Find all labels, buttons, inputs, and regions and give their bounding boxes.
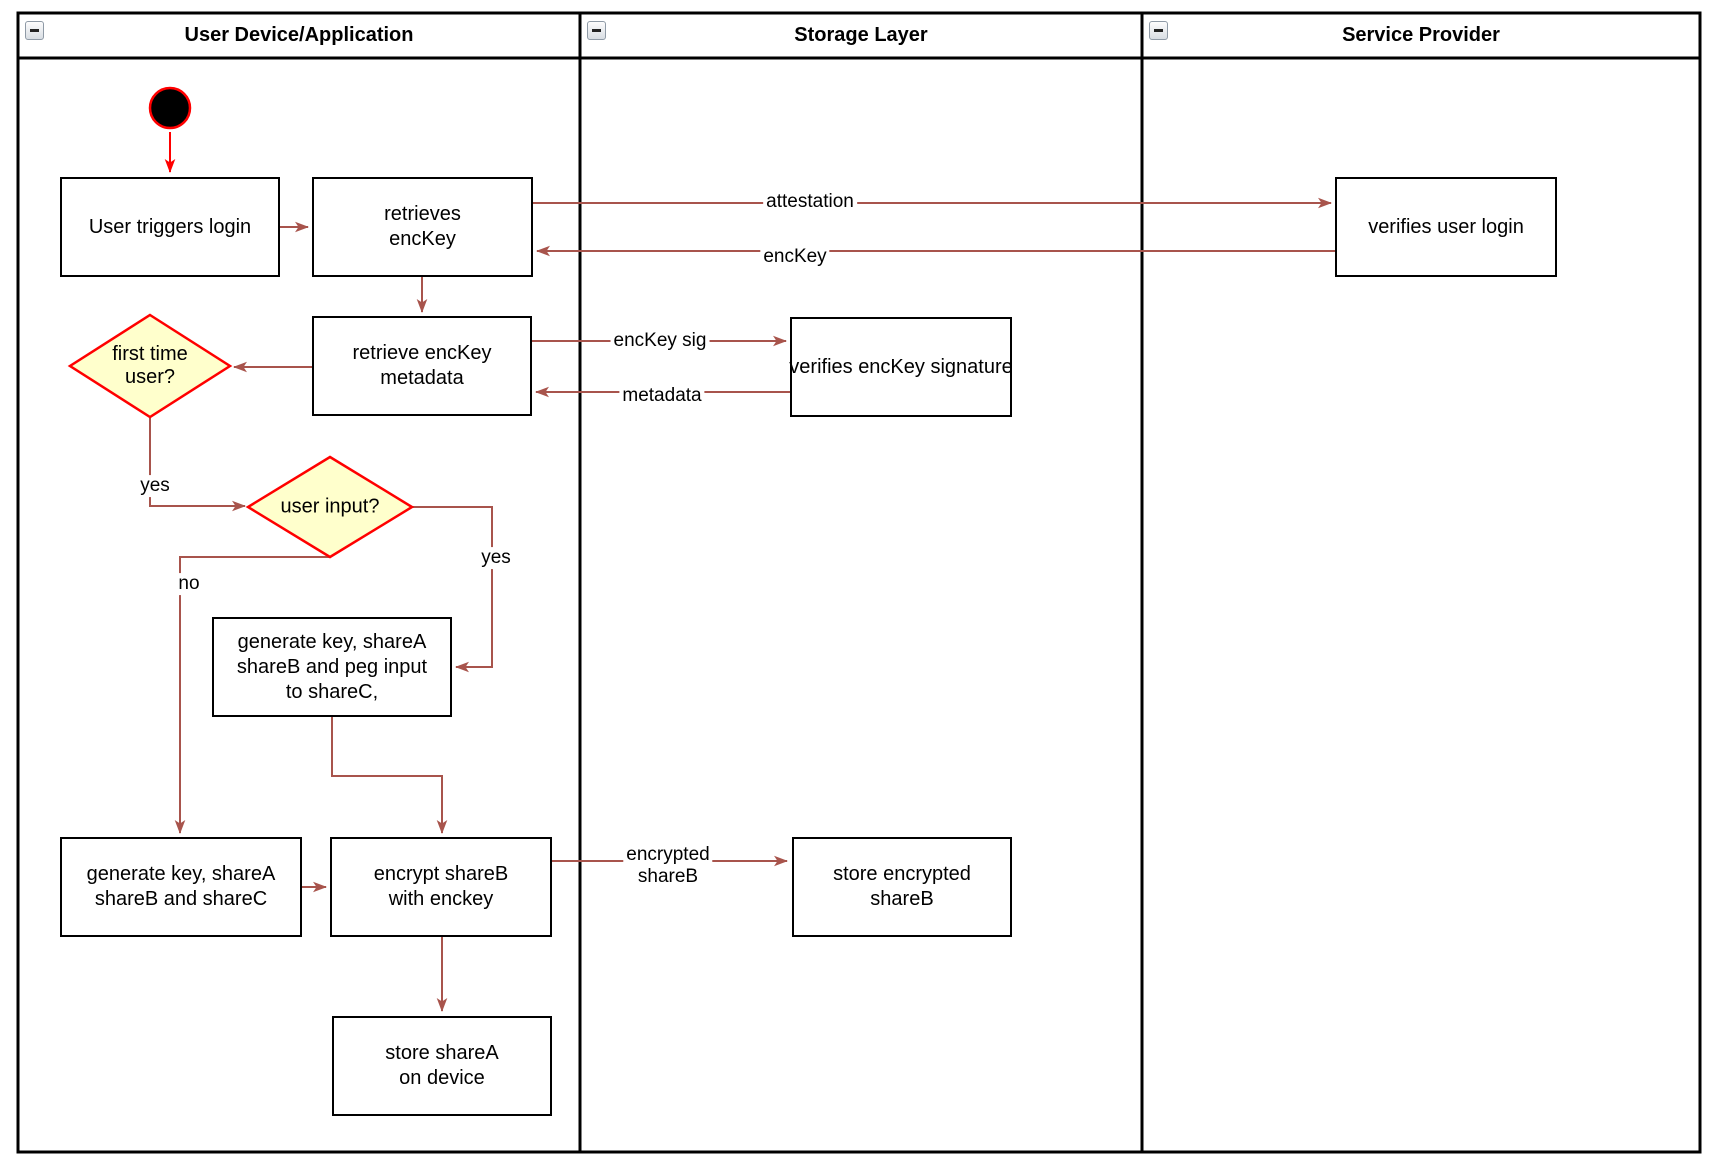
node-label: verifies encKey signature	[789, 355, 1013, 378]
lane-header-service-provider[interactable]: Service Provider	[1142, 13, 1700, 58]
lane-title: Service Provider	[1342, 24, 1500, 46]
edge-label-encrypted-shareb: encrypted shareB	[623, 844, 713, 888]
minus-icon	[30, 29, 39, 32]
decision-first-time-user[interactable]	[67, 313, 233, 419]
node-user-triggers-login[interactable]: User triggers login	[60, 177, 280, 277]
node-label: retrieve encKey metadata	[352, 342, 492, 389]
start-node[interactable]	[148, 86, 192, 130]
node-label: store encrypted shareB	[833, 863, 971, 910]
edge-label-attestation: attestation	[763, 191, 857, 213]
collapse-icon[interactable]	[25, 21, 44, 40]
node-encrypt-shareb[interactable]: encrypt shareB with enckey	[330, 837, 552, 937]
lane-header-storage-layer[interactable]: Storage Layer	[580, 13, 1142, 58]
edge-peg-to-encrypt	[331, 717, 448, 834]
node-generate-key-sharec[interactable]: generate key, shareA shareB and shareC	[60, 837, 302, 937]
node-verifies-user-login[interactable]: verifies user login	[1335, 177, 1557, 277]
edge-userinput-no	[174, 556, 330, 834]
node-label: retrieves encKey	[384, 203, 461, 250]
edge-userinput-yes	[412, 506, 493, 673]
edge-label-enckey-sig: encKey sig	[610, 330, 710, 352]
edge-label-metadata: metadata	[619, 385, 705, 407]
node-retrieves-enckey[interactable]: retrieves encKey	[312, 177, 533, 277]
node-label: generate key, shareA shareB and shareC	[86, 863, 276, 910]
edge-label-no-user-input: no	[175, 573, 203, 595]
node-verifies-enckey-signature[interactable]: verifies encKey signature	[789, 317, 1013, 417]
minus-icon	[1154, 29, 1163, 32]
edge-label-yes-user-input: yes	[478, 547, 514, 569]
edge-firsttime-yes	[149, 418, 246, 512]
node-store-sharea-on-device[interactable]: store shareA on device	[332, 1016, 552, 1116]
collapse-icon[interactable]	[1149, 21, 1168, 40]
node-label: encrypt shareB with enckey	[373, 863, 509, 910]
collapse-icon[interactable]	[587, 21, 606, 40]
node-store-encrypted-shareb[interactable]: store encrypted shareB	[792, 837, 1012, 937]
decision-user-input[interactable]	[245, 455, 415, 559]
node-retrieve-enckey-metadata[interactable]: retrieve encKey metadata	[312, 316, 532, 416]
edge-label-enckey: encKey	[760, 246, 830, 268]
node-label: verifies user login	[1368, 215, 1524, 238]
node-label: User triggers login	[88, 215, 252, 238]
edge-label-yes-first-time: yes	[137, 475, 173, 497]
node-label: store shareA on device	[385, 1042, 499, 1089]
lane-title: Storage Layer	[794, 24, 928, 46]
node-label: generate key, shareA shareB and peg inpu…	[236, 630, 428, 703]
lane-header-user-device[interactable]: User Device/Application	[18, 13, 580, 58]
node-generate-key-peg-input[interactable]: generate key, shareA shareB and peg inpu…	[212, 617, 452, 717]
minus-icon	[592, 29, 601, 32]
lane-title: User Device/Application	[184, 24, 414, 46]
